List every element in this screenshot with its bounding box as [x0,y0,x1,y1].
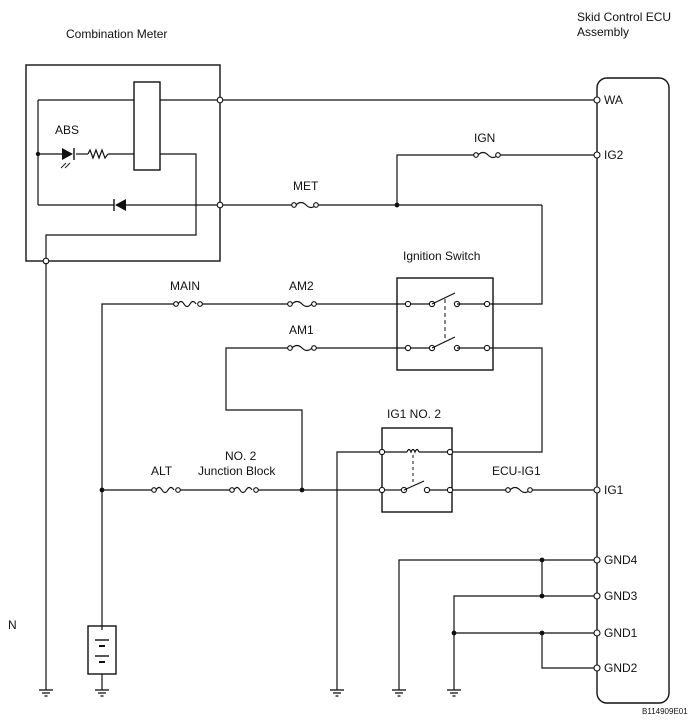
svg-text:GND4: GND4 [604,553,638,567]
ecu-pin-gnd2: GND2 [593,661,638,675]
ground-symbol-relay [330,689,344,697]
ground-n-label: N [8,618,17,632]
battery-icon [87,490,117,690]
met-ign-wiring [223,154,594,305]
main-fuse-icon [173,300,203,308]
svg-text:IG2: IG2 [604,148,624,162]
junction-block-label-line2: Junction Block [198,464,276,478]
meter-ig-terminal [216,201,224,209]
ground-symbol-gnd3 [447,689,461,697]
ign-fuse-icon [473,151,501,159]
diode-icon [113,199,126,211]
svg-text:GND2: GND2 [604,661,638,675]
svg-text:GND3: GND3 [604,589,638,603]
alt-fuse-label: ALT [151,464,173,478]
ecu-ground-wiring [398,557,594,690]
am1-fuse-icon [287,344,317,352]
abs-led-icon [60,148,75,169]
ecu-ig1-fuse-icon [505,486,533,494]
combination-meter-label: Combination Meter [66,27,167,41]
meter-internal-wiring [35,96,594,258]
main-am-wiring [101,303,543,490]
ecu-title: Skid Control ECU [577,10,671,24]
ecu-pin-wa: WA [593,93,623,107]
ecu-pin-gnd1: GND1 [593,626,638,640]
ground-symbol-gnd4 [392,689,406,697]
junction-block-fuse-icon [229,486,259,494]
ignition-switch-box [396,277,494,371]
relay-coil-ground-wire [336,451,379,690]
abs-label: ABS [55,123,79,137]
resistor-icon [87,148,109,160]
ecu-pin-ig2: IG2 [593,148,624,162]
figure-code-label: B114909E01 [642,707,688,716]
junction-block-label: NO. 2 [225,449,257,463]
met-fuse-icon [291,201,319,209]
ground-symbol-battery [95,689,109,697]
ecu-ig1-fuse-label: ECU-IG1 [492,464,541,478]
am1-fuse-label: AM1 [289,323,314,337]
meter-gauge-block [133,81,161,171]
ignition-switch-contacts [404,292,491,352]
skid-control-ecu-box [596,77,670,704]
ecu-pin-gnd4: GND4 [593,553,638,567]
am2-fuse-icon [287,300,317,308]
alt-fuse-icon [151,486,181,494]
ig1-no2-label: IG1 NO. 2 [387,407,441,421]
ground-symbol-meter [39,263,53,697]
ig1-no2-relay-internals [378,448,454,494]
svg-text:GND1: GND1 [604,626,638,640]
main-fuse-label: MAIN [170,279,200,293]
combination-meter-box [25,64,221,262]
ign-fuse-label: IGN [474,131,495,145]
met-fuse-label: MET [293,179,319,193]
ecu-pin-gnd3: GND3 [593,589,638,603]
meter-ground-terminal [42,257,50,265]
ig1-no2-relay-box [381,427,453,513]
alt-line-wiring [99,487,594,493]
svg-text:IG1: IG1 [604,483,624,497]
svg-text:WA: WA [604,93,623,107]
ignition-switch-label: Ignition Switch [403,249,480,263]
ecu-pin-ig1: IG1 [593,483,624,497]
ecu-title-line2: Assembly [577,25,629,39]
am2-fuse-label: AM2 [289,279,314,293]
